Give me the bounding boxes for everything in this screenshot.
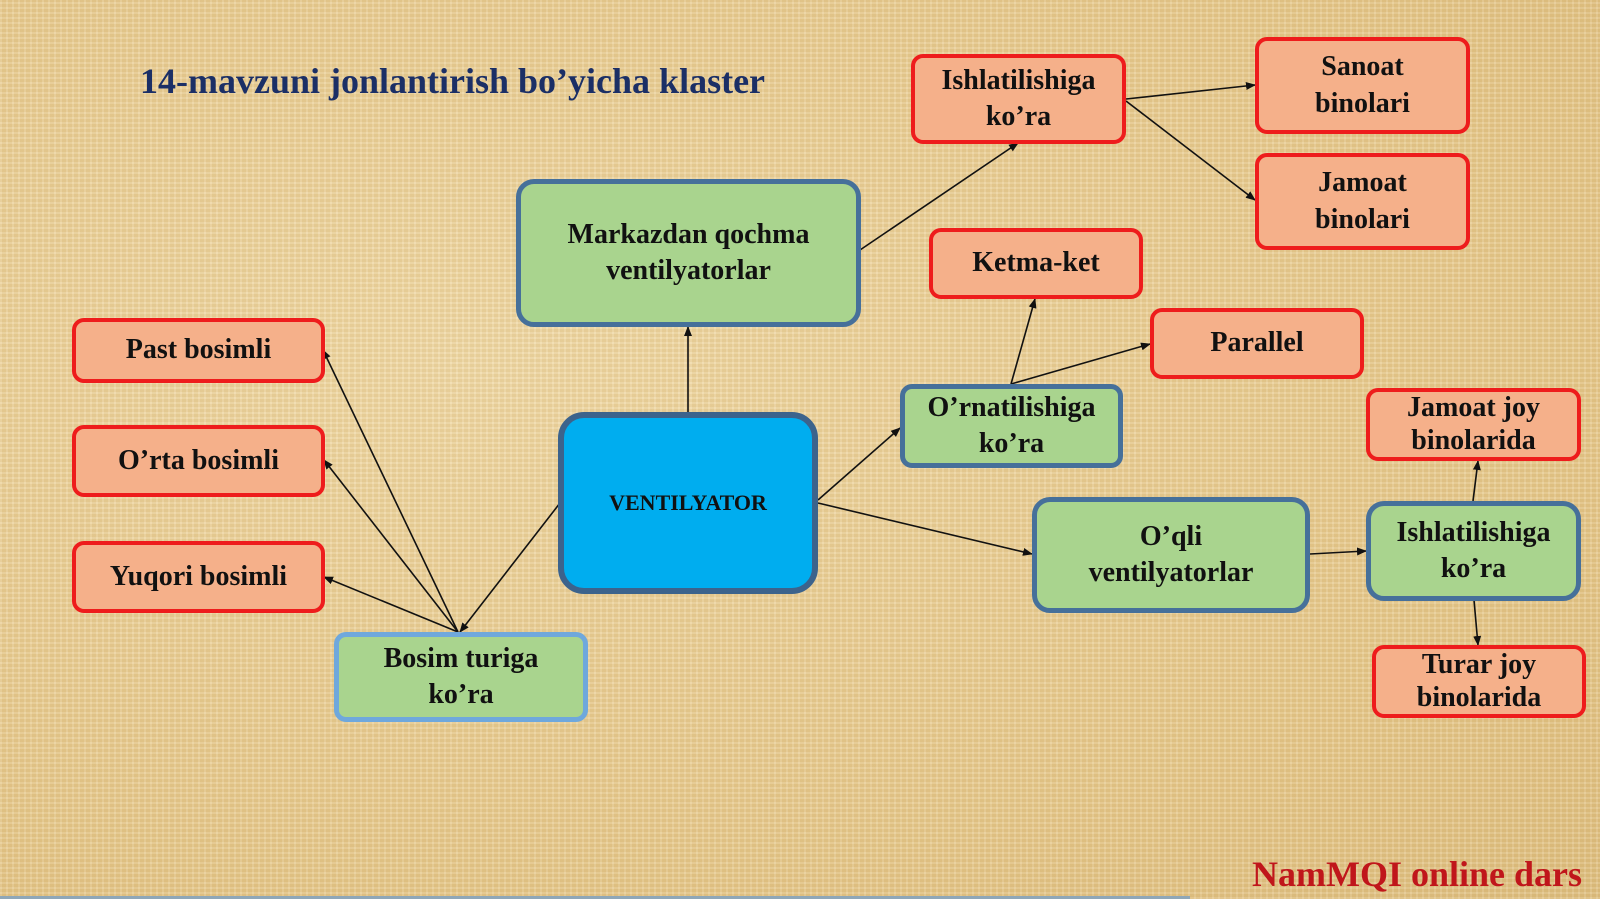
- node-ornatilishiga: O’rnatilishiga ko’ra: [900, 384, 1123, 468]
- arrow-bosim-to-yuqori: [323, 576, 459, 633]
- node-past-bosimli: Past bosimli: [72, 318, 325, 383]
- arrow-markazdan-to-ishlatilishiga: [859, 142, 1019, 251]
- arrow-ishlatilishiga-to-sanoat: [1125, 81, 1256, 100]
- node-bosim-turiga: Bosim turiga ko’ra: [334, 632, 588, 722]
- arrow-ishlatilishiga-to-turar-joy: [1473, 599, 1482, 646]
- node-ishlatilishiga-right: Ishlatilishiga ko’ra: [1366, 501, 1581, 601]
- node-jamoat-binolari: Jamoat binolari: [1255, 153, 1470, 250]
- bottom-divider: [0, 896, 1190, 899]
- node-ventilyator: VENTILYATOR: [558, 412, 818, 594]
- node-ketma-ket: Ketma-ket: [929, 228, 1143, 299]
- slide-title: 14-mavzuni jonlantirish bo’yicha klaster: [140, 61, 766, 101]
- arrow-bosim-to-orta: [323, 459, 459, 633]
- arrow-center-to-oqli: [817, 502, 1033, 556]
- node-ishlatilishiga-top: Ishlatilishiga ko’ra: [911, 54, 1126, 144]
- arrow-ishlatilishiga-to-jamoat-joy: [1472, 460, 1481, 502]
- arrow-ishlatilishiga-to-jamoat: [1125, 100, 1256, 201]
- arrow-bosim-to-past: [322, 349, 459, 633]
- node-oqli-ventilyatorlar: O’qli ventilyatorlar: [1032, 497, 1310, 613]
- node-sanoat-binolari: Sanoat binolari: [1255, 37, 1470, 134]
- node-markazdan-qochma: Markazdan qochma ventilyatorlar: [516, 179, 861, 327]
- arrow-oqli-to-ishlatilishiga: [1309, 547, 1367, 556]
- node-orta-bosimli: O’rta bosimli: [72, 425, 325, 497]
- arrow-center-to-bosim: [459, 502, 561, 633]
- arrow-ornatilishiga-to-parallel: [1010, 342, 1151, 385]
- footer-label: NamMQI online dars: [1251, 854, 1582, 894]
- node-jamoat-joy-binolarida: Jamoat joy binolarida: [1366, 388, 1581, 461]
- arrow-center-to-ornatilishiga: [817, 427, 901, 501]
- node-parallel: Parallel: [1150, 308, 1364, 379]
- arrow-ornatilishiga-to-ketma-ket: [1010, 298, 1037, 385]
- node-turar-joy-binolarida: Turar joy binolarida: [1372, 645, 1586, 718]
- node-yuqori-bosimli: Yuqori bosimli: [72, 541, 325, 613]
